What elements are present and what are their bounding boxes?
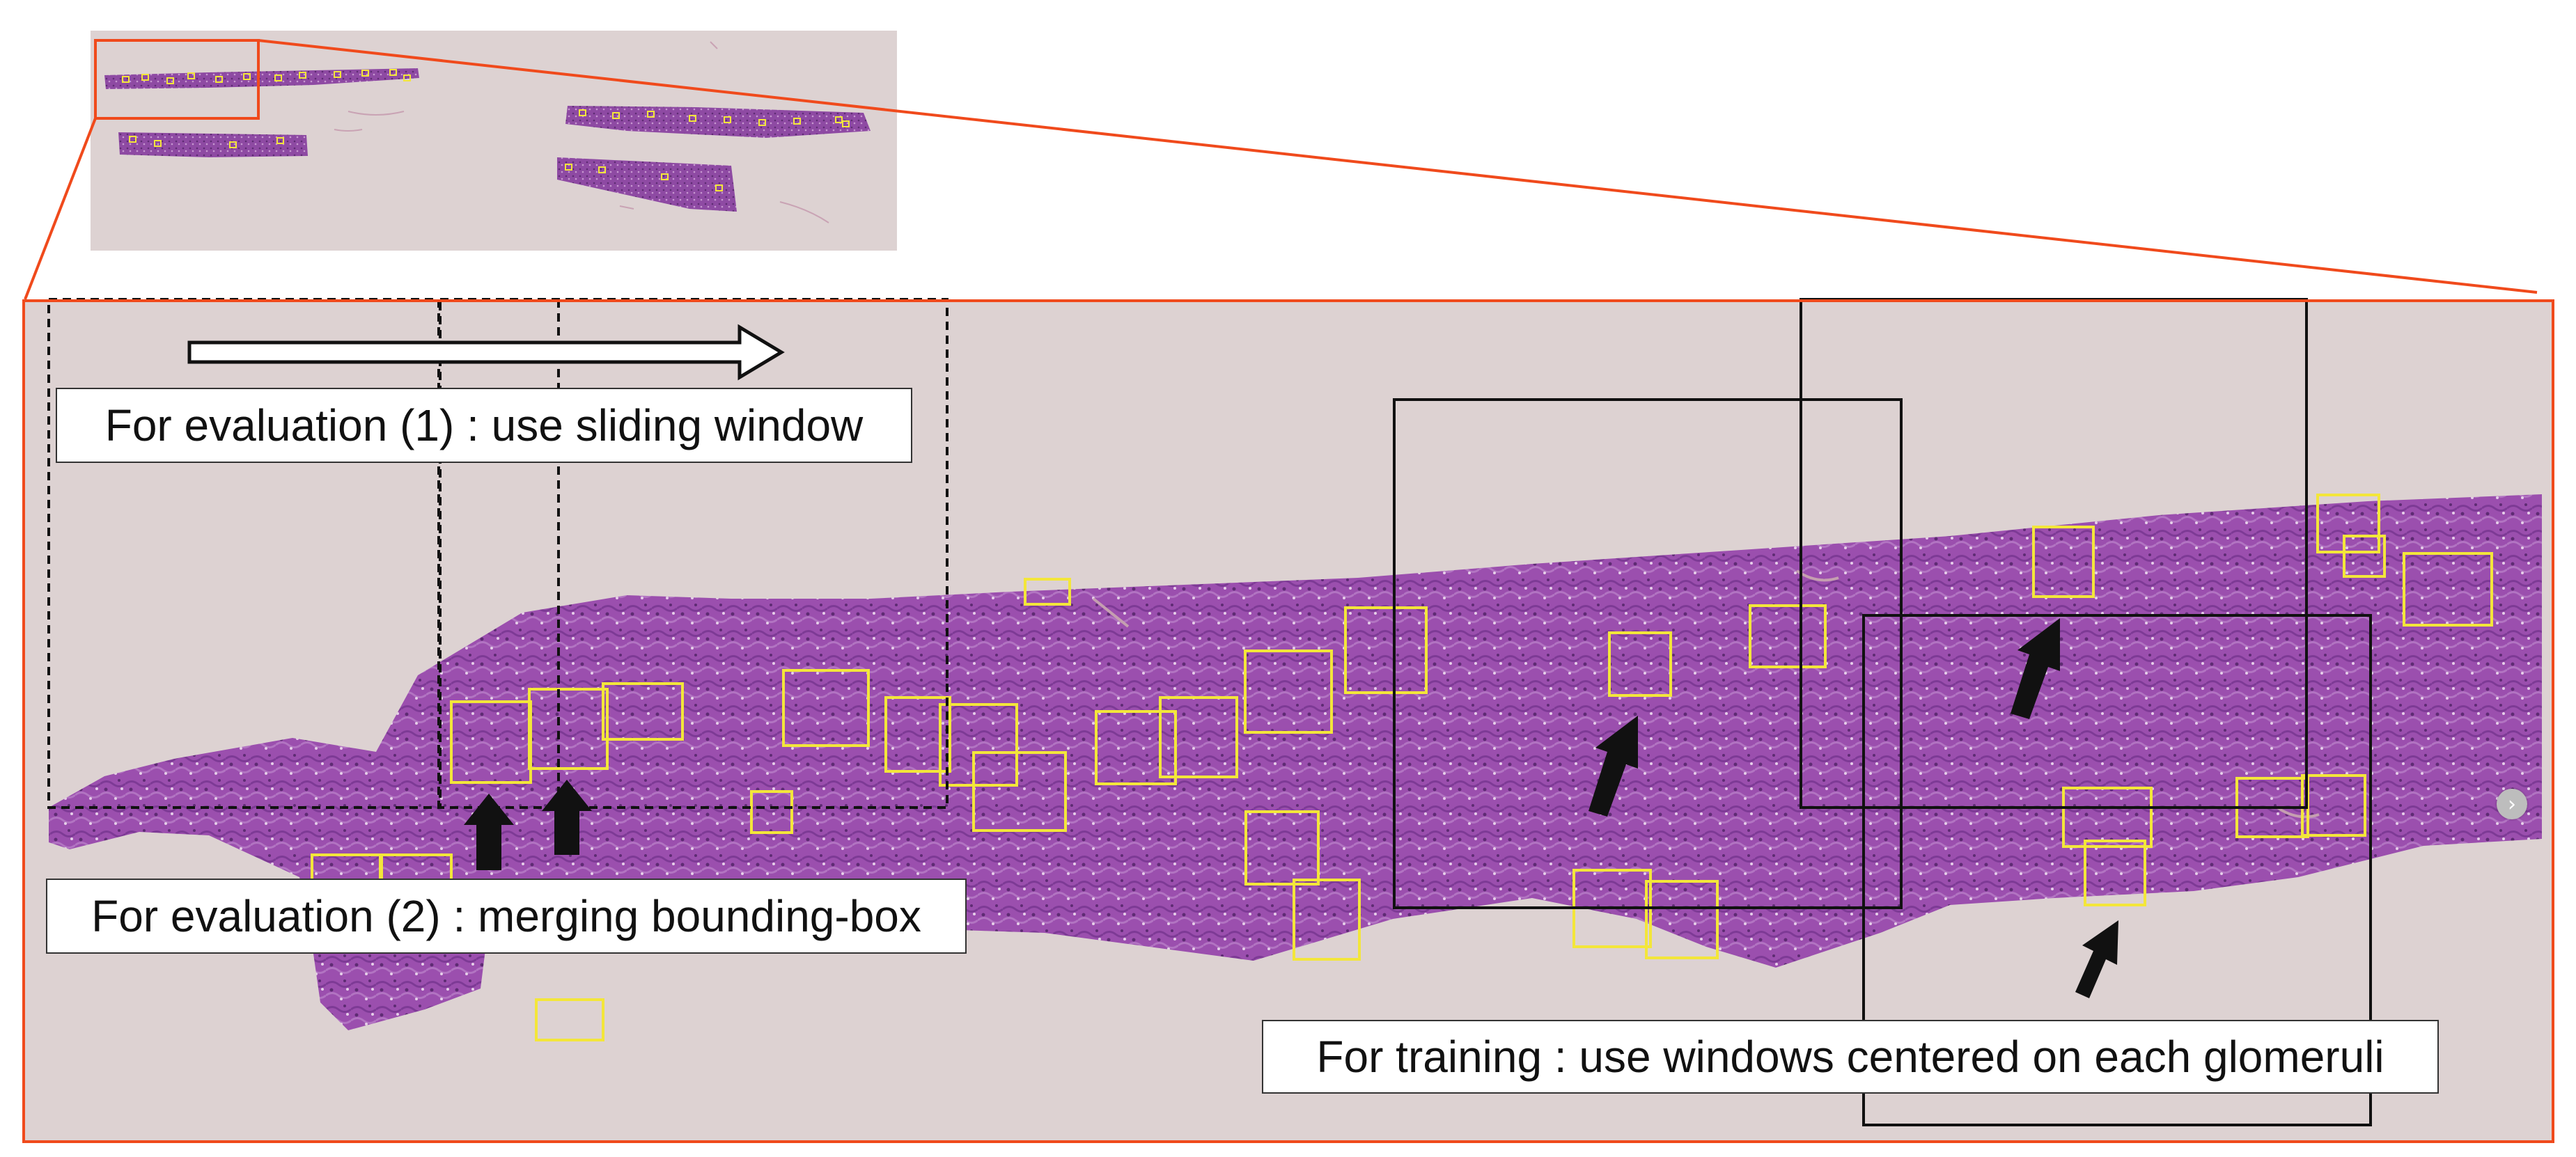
- black-arrow-icon: [1588, 716, 1638, 817]
- pointer-arrows: [464, 618, 2118, 998]
- zoomed-tissue-main: [49, 494, 2542, 1002]
- thumbnail-debris: [334, 41, 829, 223]
- chevron-right-icon[interactable]: ›: [2497, 789, 2527, 819]
- thumbnail-detection-boxes: [122, 69, 850, 191]
- evaluation-merging-label: For evaluation (2) : merging bounding-bo…: [46, 879, 967, 954]
- zoom-projection-lines: [24, 39, 2538, 300]
- thumbnail-tissue-strip-3: [565, 106, 871, 138]
- training-window-1: [1393, 398, 1903, 909]
- black-arrow-icon: [542, 780, 592, 855]
- thumbnail-tissue-strip-4: [557, 157, 737, 212]
- hollow-right-arrow-icon: [187, 324, 785, 381]
- black-arrow-icon: [2011, 618, 2060, 719]
- next-glyph: ›: [2508, 792, 2516, 817]
- evaluation-sliding-window-label: For evaluation (1) : use sliding window: [56, 388, 912, 463]
- thumbnail-tissue-strip-2: [118, 132, 308, 157]
- training-window-3: [1862, 614, 2372, 1126]
- zoomed-panel-frame: [22, 299, 2554, 1143]
- thumbnail-overview: [91, 31, 897, 251]
- black-arrow-icon: [2075, 920, 2118, 998]
- training-windows-label: For training : use windows centered on e…: [1262, 1020, 2439, 1094]
- black-arrow-icon: [464, 794, 514, 870]
- thumbnail-zoom-region: [94, 39, 260, 120]
